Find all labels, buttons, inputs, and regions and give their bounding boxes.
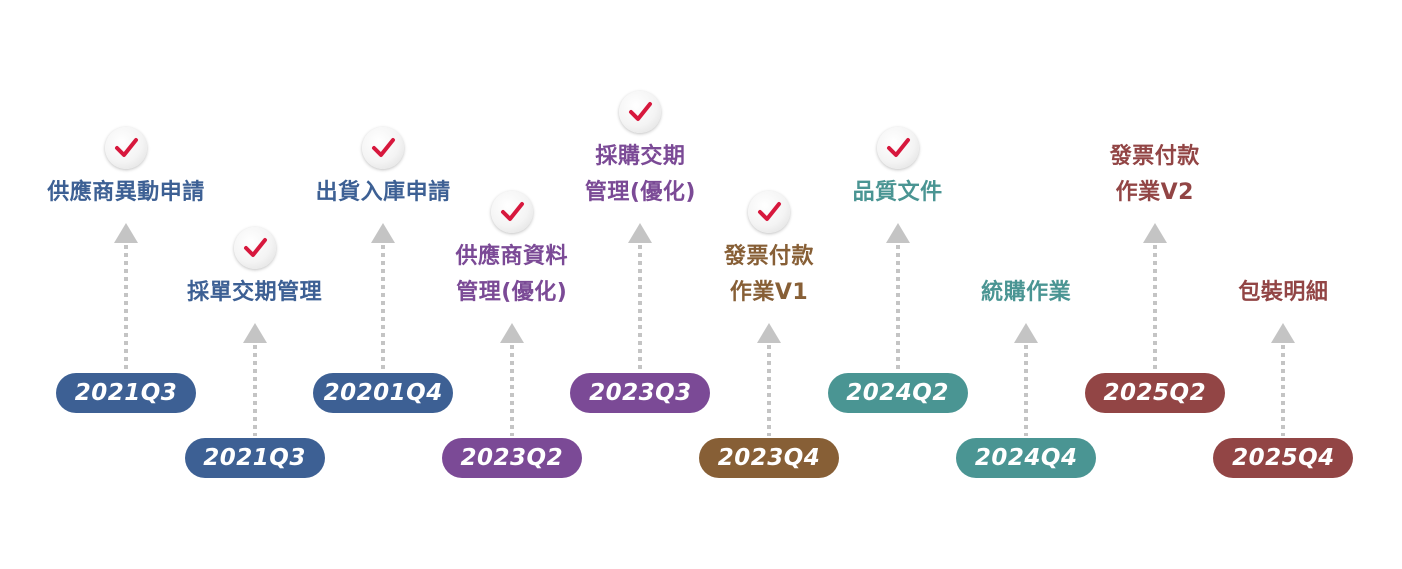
milestone: 採購交期管理(優化) 2023Q3 — [545, 0, 735, 569]
milestone-title-line: 發票付款 — [1109, 144, 1200, 169]
arrow-up-icon — [628, 223, 653, 243]
dotted-connector — [1281, 345, 1286, 436]
arrow-up-icon — [1014, 323, 1039, 343]
milestone: 品質文件 2024Q2 — [803, 0, 993, 569]
quarter-badge: 2024Q2 — [827, 373, 968, 413]
arrow-up-icon — [114, 223, 138, 243]
milestone-title-line: 採單交期管理 — [187, 280, 323, 305]
checkmark-icon — [362, 127, 405, 169]
dotted-connector — [638, 245, 643, 371]
arrow-up-icon — [757, 323, 781, 343]
milestone-title: 發票付款作業V1 — [674, 239, 864, 311]
arrow-up-icon — [1142, 223, 1167, 243]
arrow-up-icon — [242, 323, 267, 343]
milestone-title: 採購交期管理(優化) — [545, 139, 735, 211]
checkmark-icon — [748, 191, 790, 233]
milestone-title-line: 作業V2 — [1115, 180, 1194, 205]
milestone-title-line: 品質文件 — [852, 180, 943, 205]
milestone-title-line: 作業V1 — [729, 280, 809, 305]
milestone-title-line: 發票付款 — [723, 244, 814, 269]
quarter-badge: 2023Q2 — [441, 438, 582, 478]
milestone: 出貨入庫申請 20201Q4 — [288, 0, 478, 569]
dotted-connector — [1152, 245, 1157, 371]
arrow-up-icon — [885, 223, 910, 243]
checkmark-icon — [105, 127, 147, 169]
milestone-title-line: 供應商資料 — [455, 244, 569, 269]
dotted-connector — [381, 245, 386, 371]
milestone-title: 包裝明細 — [1188, 275, 1378, 311]
quarter-badge: 2024Q4 — [956, 438, 1097, 478]
milestone-title-line: 出貨入庫申請 — [315, 180, 451, 205]
milestone-title: 採單交期管理 — [160, 275, 350, 311]
dotted-connector — [767, 345, 771, 436]
quarter-badge: 2021Q3 — [184, 438, 325, 478]
milestone: 供應商資料管理(優化) 2023Q2 — [417, 0, 607, 569]
dotted-connector — [1024, 345, 1029, 436]
milestone: 供應商異動申請 2021Q3 — [31, 0, 221, 569]
milestone: 包裝明細 2025Q4 — [1188, 0, 1378, 569]
milestone: 統購作業 2024Q4 — [931, 0, 1121, 569]
dotted-connector — [124, 245, 128, 371]
quarter-badge: 2025Q4 — [1213, 438, 1354, 478]
milestone: 發票付款作業V1 2023Q4 — [674, 0, 864, 569]
milestone-title: 統購作業 — [931, 275, 1121, 311]
milestone-title: 供應商異動申請 — [31, 175, 221, 211]
quarter-badge: 20201Q4 — [313, 373, 454, 413]
arrow-up-icon — [499, 323, 524, 343]
milestone-title: 發票付款作業V2 — [1060, 139, 1250, 211]
milestone-title-line: 管理(優化) — [456, 280, 568, 305]
arrow-up-icon — [371, 223, 396, 243]
dotted-connector — [895, 245, 900, 371]
checkmark-icon — [876, 127, 919, 169]
milestone-title: 供應商資料管理(優化) — [417, 239, 607, 311]
milestone-title-line: 供應商異動申請 — [47, 180, 205, 205]
quarter-badge: 2023Q3 — [570, 373, 711, 413]
quarter-badge: 2025Q2 — [1084, 373, 1225, 413]
checkmark-icon — [619, 91, 662, 133]
milestone-title-line: 統購作業 — [981, 280, 1072, 305]
milestone: 採單交期管理 2021Q3 — [160, 0, 350, 569]
milestone-title: 品質文件 — [803, 175, 993, 211]
milestone-title-line: 管理(優化) — [584, 180, 696, 205]
checkmark-icon — [233, 227, 276, 269]
milestone-title: 出貨入庫申請 — [288, 175, 478, 211]
arrow-up-icon — [1271, 323, 1296, 343]
quarter-badge: 2023Q4 — [699, 438, 839, 478]
dotted-connector — [252, 345, 257, 436]
checkmark-icon — [490, 191, 533, 233]
milestone-title-line: 採購交期 — [595, 144, 686, 169]
milestone-title-line: 包裝明細 — [1238, 280, 1329, 305]
milestone: 發票付款作業V2 2025Q2 — [1060, 0, 1250, 569]
dotted-connector — [509, 345, 514, 436]
quarter-badge: 2021Q3 — [56, 373, 196, 413]
